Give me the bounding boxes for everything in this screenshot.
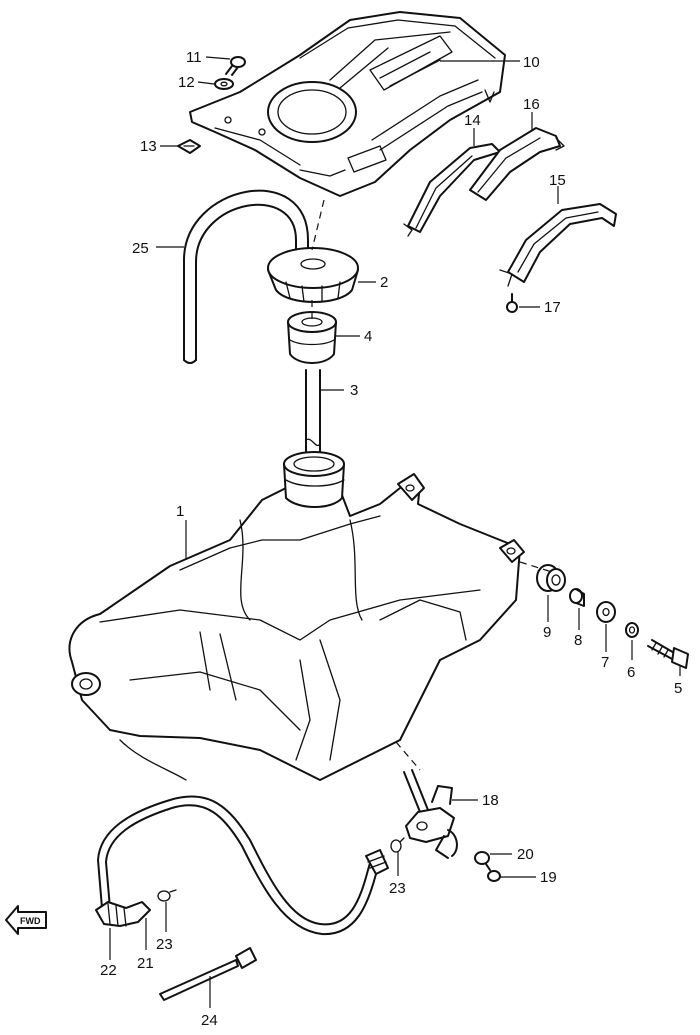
part-22-fuel-hose: [97, 795, 381, 936]
part-13-nut-clip: [177, 139, 201, 154]
callout-1: 1: [176, 503, 184, 520]
part-9-grommet: [536, 564, 566, 592]
part-2-fuel-cap: [267, 247, 359, 303]
fwd-label: FWD: [20, 916, 41, 926]
part-24-cable-tie: [159, 947, 257, 1001]
part-17-bolt: [506, 293, 518, 313]
callout-22: 22: [100, 962, 117, 979]
part-4-cap-seal: [287, 311, 337, 364]
part-16-strap: [469, 127, 565, 201]
callout-23-left: 23: [156, 936, 173, 953]
callout-3: 3: [350, 382, 358, 399]
callout-16: 16: [523, 96, 540, 113]
part-18-fuel-cock: [403, 769, 458, 859]
callout-17: 17: [544, 299, 561, 316]
callout-10: 10: [523, 54, 540, 71]
callout-13: 13: [140, 138, 157, 155]
callout-9: 9: [543, 624, 551, 641]
part-1-fuel-tank: [68, 451, 525, 781]
leader-lines: [109, 56, 681, 1008]
part-3-fuel-filter: [305, 369, 321, 461]
callout-7: 7: [601, 654, 609, 671]
callout-21: 21: [137, 955, 154, 972]
part-21-hose-fitting: [95, 849, 389, 927]
callout-2: 2: [380, 274, 388, 291]
callout-6: 6: [627, 664, 635, 681]
part-20-washer: [474, 851, 490, 865]
callout-12: 12: [178, 74, 195, 91]
part-5-bolt: [647, 639, 689, 669]
part-7-washer: [596, 601, 616, 623]
part-15-strap: [499, 203, 617, 287]
callout-11: 11: [186, 49, 202, 66]
part-8-collar: [569, 588, 585, 607]
callout-25: 25: [132, 240, 149, 257]
fwd-arrow: [5, 905, 47, 935]
part-6-washer: [625, 622, 639, 638]
callout-19: 19: [540, 869, 557, 886]
callout-14: 14: [464, 112, 481, 129]
callout-23-right: 23: [389, 880, 406, 897]
part-23-clip-left: [157, 889, 177, 902]
callout-20: 20: [517, 846, 534, 863]
callout-24: 24: [201, 1012, 218, 1029]
callout-5: 5: [674, 680, 682, 697]
callout-4: 4: [364, 328, 372, 345]
callout-8: 8: [574, 632, 582, 649]
part-10-tank-cover: [189, 11, 506, 197]
callout-15: 15: [549, 172, 566, 189]
part-19-screw: [485, 863, 501, 882]
part-11-screw: [225, 56, 246, 76]
callout-18: 18: [482, 792, 499, 809]
part-23-clip-right: [390, 837, 405, 853]
part-12-washer: [214, 78, 234, 90]
